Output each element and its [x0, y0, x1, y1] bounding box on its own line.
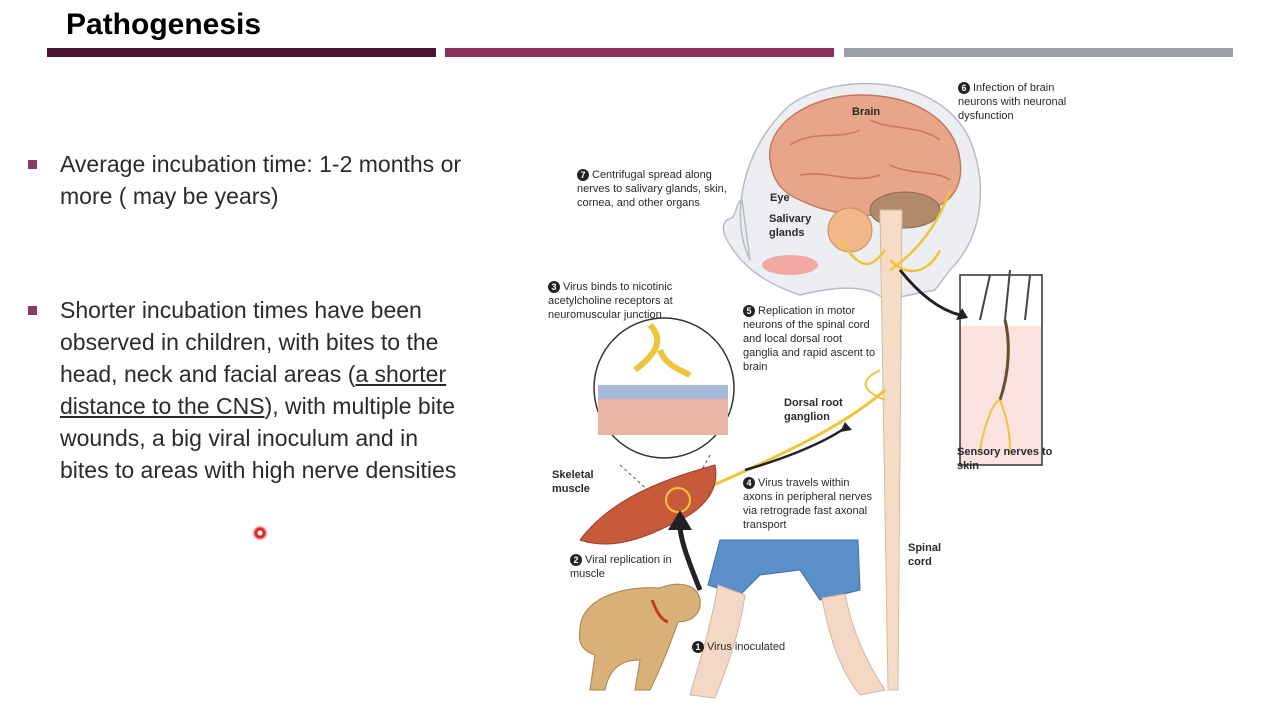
step-number-badge: 5	[743, 305, 755, 317]
step-text: Viral replication in muscle	[570, 554, 672, 580]
bullet-text-part: Shorter incubation times have been obser…	[60, 297, 439, 387]
step-number-badge: 3	[548, 281, 560, 293]
bullet-square-icon	[28, 306, 37, 315]
step-text: Infection of brain neurons with neuronal…	[958, 82, 1067, 122]
step-number-badge: 7	[577, 169, 589, 181]
header-bar-gray	[844, 48, 1233, 57]
salivary-gland-shape	[827, 207, 873, 253]
step-text: Virus binds to nicotinic acetylcholine r…	[548, 281, 673, 321]
bullet-text: Average incubation time: 1-2 months or m…	[60, 151, 462, 209]
step-number-badge: 4	[743, 477, 755, 489]
step-text: Replication in motor neurons of the spin…	[743, 305, 876, 373]
laser-pointer-icon	[253, 526, 267, 540]
slide-title: Pathogenesis	[66, 8, 262, 41]
label-sensory-nerves: Sensory nerves to skin	[957, 446, 1053, 472]
step-number-badge: 6	[958, 82, 970, 94]
rabies-pathogenesis-figure: Brain Eye Salivary glands Dorsal root ga…	[540, 70, 1085, 710]
bullet-list: Average incubation time: 1-2 months or m…	[28, 148, 498, 486]
figure-illustration	[578, 82, 1043, 699]
bullet-text-part: ), with multiple bite wounds, a big vira…	[60, 393, 457, 483]
bullet-shorter-incubation: Shorter incubation times have been obser…	[28, 294, 498, 486]
step-number-badge: 2	[570, 554, 582, 566]
dog-shape	[578, 583, 701, 691]
brain-shape	[769, 94, 962, 216]
label-skeletal-muscle: Skeletal muscle	[552, 469, 594, 495]
step-text: Virus inoculated	[707, 641, 786, 653]
header-bar-magenta	[445, 48, 834, 57]
bullet-underlined-text: a shorter distance to the CNS	[60, 361, 447, 419]
step-text: Centrifugal spread along nerves to saliv…	[577, 169, 727, 209]
label-brain: Brain	[852, 106, 881, 118]
mouth-shape	[762, 255, 818, 275]
step-text: Virus travels within axons in peripheral…	[743, 477, 873, 531]
bullet-incubation-time: Average incubation time: 1-2 months or m…	[28, 148, 498, 212]
step-number-badge: 1	[692, 641, 704, 653]
label-spinal-cord: Spinal cord	[908, 542, 942, 568]
label-salivary-glands: Salivary glands	[769, 213, 812, 239]
bullet-square-icon	[28, 160, 37, 169]
header-bar-dark	[47, 48, 436, 57]
spinal-cord-shape	[879, 209, 903, 691]
label-eye: Eye	[770, 192, 790, 204]
bullet-text: Shorter incubation times have been obser…	[60, 294, 470, 486]
label-dorsal-root-ganglion: Dorsal root ganglion	[784, 397, 843, 423]
skeletal-muscle-shape	[579, 464, 717, 545]
